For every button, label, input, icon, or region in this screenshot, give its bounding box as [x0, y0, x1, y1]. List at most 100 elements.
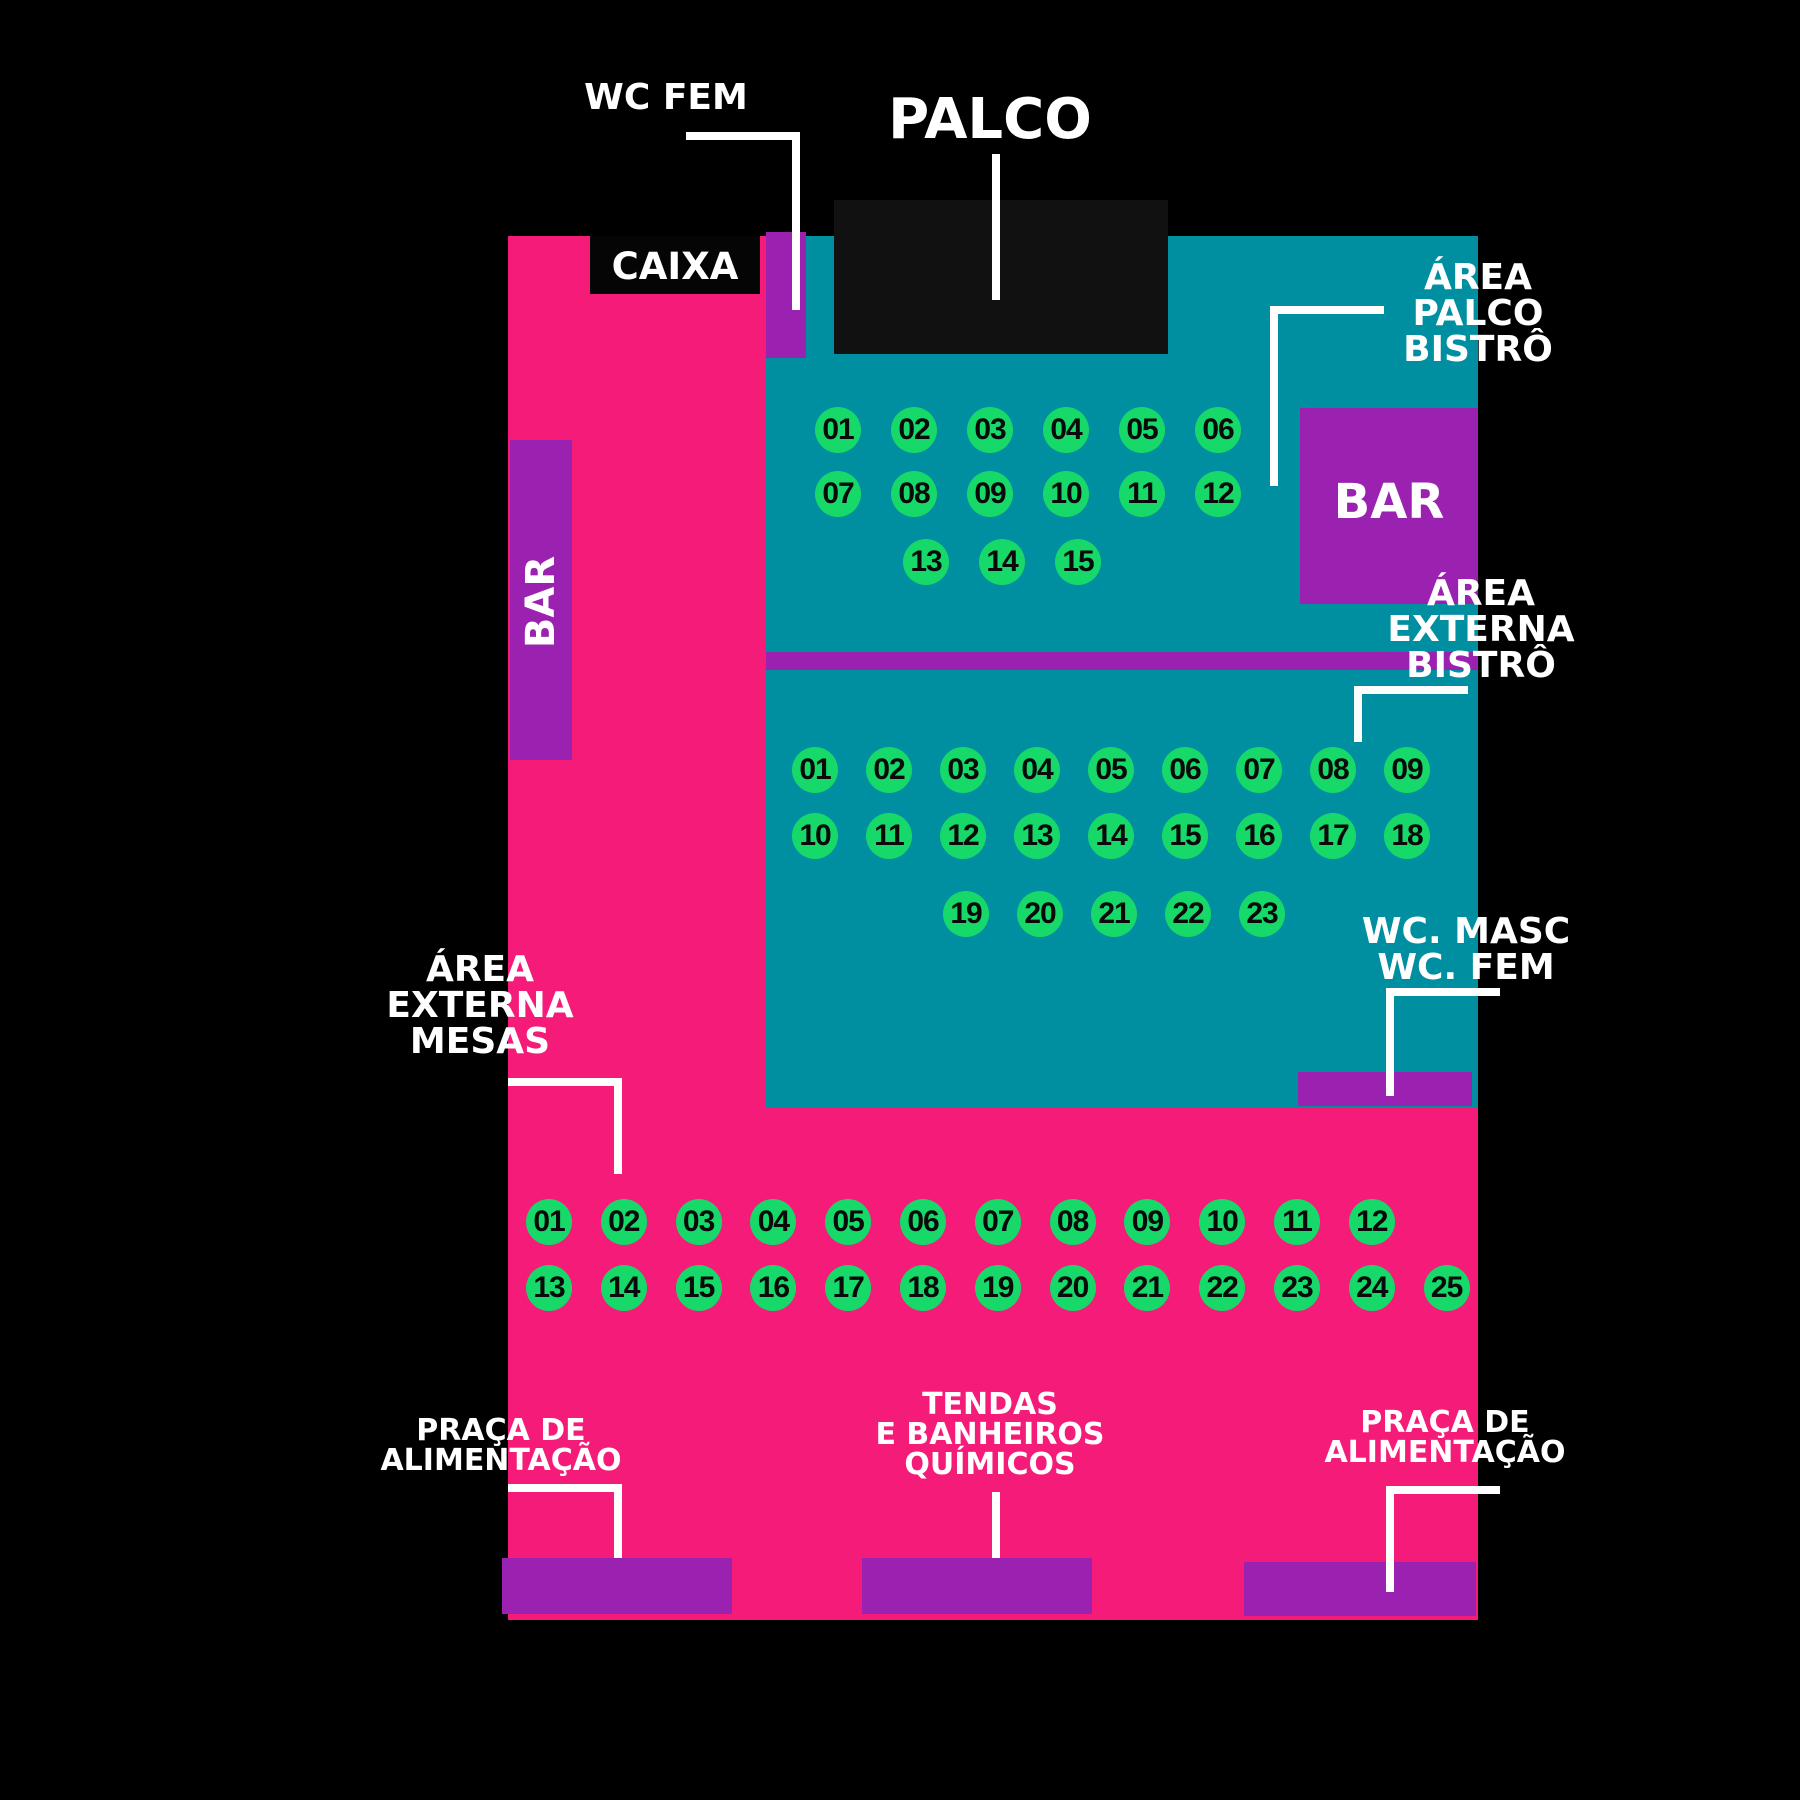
table-seat[interactable]: 03 [940, 747, 986, 793]
table-seat[interactable]: 09 [967, 471, 1013, 517]
table-seat[interactable]: 11 [866, 813, 912, 859]
table-seat[interactable]: 23 [1239, 891, 1285, 937]
table-seat[interactable]: 20 [1017, 891, 1063, 937]
area-externa-bistro-leader-line [1354, 686, 1468, 694]
table-seat[interactable]: 23 [1274, 1265, 1320, 1311]
table-seat[interactable]: 14 [1088, 813, 1134, 859]
table-seat[interactable]: 10 [1043, 471, 1089, 517]
table-seat[interactable]: 22 [1165, 891, 1211, 937]
wc-fem-fixture [766, 232, 806, 358]
table-seat[interactable]: 04 [1043, 407, 1089, 453]
table-seat[interactable]: 11 [1119, 471, 1165, 517]
table-seat[interactable]: 12 [940, 813, 986, 859]
table-seat[interactable]: 16 [1236, 813, 1282, 859]
praca-alimentacao-right-label: PRAÇA DE ALIMENTAÇÃO [1324, 1405, 1566, 1470]
table-seat[interactable]: 02 [600, 1199, 647, 1245]
wc-masc-fem-leader-line [1386, 988, 1500, 996]
bistro-divider [766, 652, 1478, 670]
table-seat[interactable]: 13 [903, 539, 949, 585]
table-seat[interactable]: 01 [792, 747, 838, 793]
table-seat[interactable]: 01 [526, 1199, 572, 1245]
table-seat[interactable]: 22 [1199, 1265, 1246, 1311]
table-seat[interactable]: 06 [1162, 747, 1208, 793]
table-seat[interactable]: 08 [1049, 1199, 1096, 1245]
table-seat[interactable]: 05 [1088, 747, 1134, 793]
table-seat[interactable]: 24 [1348, 1265, 1395, 1311]
table-seat[interactable]: 07 [974, 1199, 1021, 1245]
area-externa-mesas-leader-line-v [614, 1078, 622, 1174]
table-seat[interactable]: 18 [1384, 813, 1430, 859]
palco-label: PALCO [888, 87, 1092, 152]
stage [834, 200, 1168, 354]
table-seat[interactable]: 16 [750, 1265, 797, 1311]
table-seat[interactable]: 12 [1348, 1199, 1395, 1245]
wc-masc-fem-leader-line-v [1386, 988, 1394, 1096]
table-seat[interactable]: 09 [1384, 747, 1430, 793]
tendas-label: TENDAS E BANHEIROS QUÍMICOS [875, 1387, 1105, 1482]
table-seat[interactable]: 07 [1236, 747, 1282, 793]
area-externa-bistro-label: ÁREA EXTERNA BISTRÔ [1387, 573, 1575, 686]
area-externa-mesas-label: ÁREA EXTERNA MESAS [386, 949, 574, 1062]
table-seat[interactable]: 03 [967, 407, 1013, 453]
area-palco-bistro-leader-line-v [1270, 306, 1278, 486]
table-seat[interactable]: 19 [974, 1265, 1021, 1311]
area-palco-bistro-label: ÁREA PALCO BISTRÔ [1403, 257, 1553, 370]
table-seat[interactable]: 17 [825, 1265, 872, 1311]
caixa-label: CAIXA [611, 245, 739, 288]
area-externa-mesas-leader-line [508, 1078, 622, 1086]
tendas-leader-line [992, 1492, 1000, 1558]
wc-masc-fem-fixture [1298, 1072, 1472, 1106]
table-seat[interactable]: 09 [1124, 1199, 1171, 1245]
table-seat[interactable]: 01 [815, 407, 861, 453]
caixa-box [590, 236, 760, 294]
table-seat[interactable]: 06 [900, 1199, 946, 1245]
table-seat[interactable]: 11 [1274, 1199, 1320, 1245]
bar-left [510, 440, 572, 760]
table-seat[interactable]: 21 [1124, 1265, 1171, 1311]
table-seat[interactable]: 13 [1014, 813, 1060, 859]
table-seat[interactable]: 14 [600, 1265, 647, 1311]
praca-right-leader-line [1386, 1486, 1500, 1494]
table-seat[interactable]: 04 [750, 1199, 797, 1245]
table-seat[interactable]: 17 [1310, 813, 1356, 859]
table-seat[interactable]: 10 [792, 813, 838, 859]
table-seat[interactable]: 08 [1310, 747, 1356, 793]
wc-fem-label: WC FEM [584, 77, 748, 118]
table-seat[interactable]: 14 [979, 539, 1025, 585]
table-seat[interactable]: 10 [1199, 1199, 1246, 1245]
bar-right [1300, 408, 1478, 604]
table-seat[interactable]: 06 [1195, 407, 1241, 453]
wc-masc-fem-label: WC. MASC WC. FEM [1361, 911, 1571, 988]
wc-fem-leader-line [686, 132, 800, 140]
praca-alimentacao-right-fixture [1244, 1562, 1476, 1616]
praca-alimentacao-left-label: PRAÇA DE ALIMENTAÇÃO [380, 1413, 622, 1478]
table-seat[interactable]: 08 [891, 471, 937, 517]
praca-left-leader-line [508, 1484, 622, 1492]
table-seat[interactable]: 25 [1423, 1265, 1470, 1311]
area-externa-bistro-leader-line-v [1354, 686, 1362, 742]
table-seat[interactable]: 21 [1091, 891, 1137, 937]
table-seat[interactable]: 04 [1014, 747, 1060, 793]
table-seat[interactable]: 07 [815, 471, 861, 517]
table-seat[interactable]: 02 [866, 747, 912, 793]
table-seat[interactable]: 03 [675, 1199, 722, 1245]
tendas-fixture [862, 1558, 1092, 1614]
wc-fem-leader-line-v [792, 132, 800, 310]
table-seat[interactable]: 15 [675, 1265, 722, 1311]
table-seat[interactable]: 20 [1049, 1265, 1096, 1311]
table-seat[interactable]: 05 [825, 1199, 872, 1245]
bar-left-label: BAR [518, 555, 564, 649]
table-seat[interactable]: 15 [1162, 813, 1208, 859]
bar-right-label: BAR [1333, 474, 1445, 530]
table-seat[interactable]: 12 [1195, 471, 1241, 517]
table-seat[interactable]: 05 [1119, 407, 1165, 453]
table-seat[interactable]: 18 [900, 1265, 946, 1311]
table-seat[interactable]: 13 [526, 1265, 572, 1311]
table-seat[interactable]: 02 [891, 407, 937, 453]
praca-alimentacao-left-fixture [502, 1558, 732, 1614]
table-seat[interactable]: 19 [943, 891, 989, 937]
palco-leader-line [992, 154, 1000, 300]
table-seat[interactable]: 15 [1055, 539, 1101, 585]
area-palco-bistro-leader-line [1270, 306, 1384, 314]
